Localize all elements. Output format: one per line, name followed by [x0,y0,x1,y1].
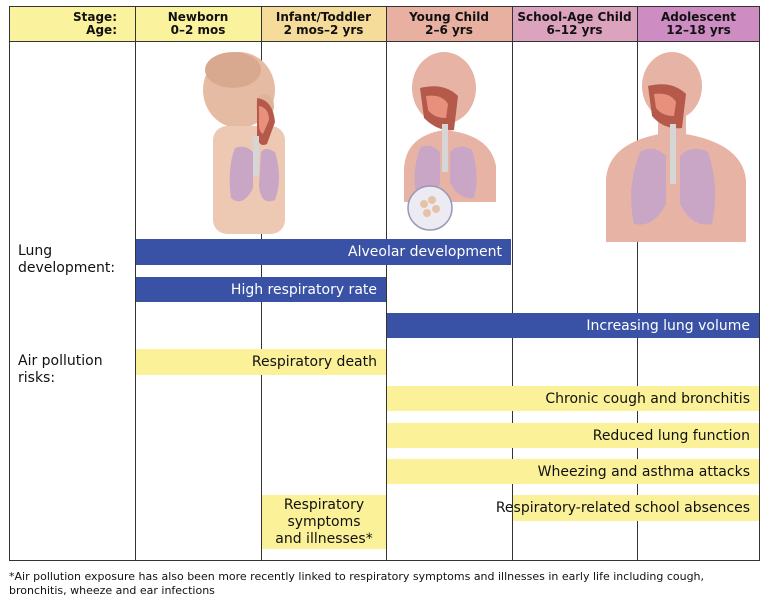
stage-label: Stage: [72,9,117,24]
bar-alveolar-development: Alveolar development [136,239,511,265]
stage-name: Adolescent [660,9,737,24]
bar-respiratory-symptoms-illnesses: Respiratory symptoms and illnesses* [262,495,386,549]
header-stage-age: Stage: Age: [9,6,135,42]
row-label-lung-development: Lung development: [18,243,115,277]
stage-age: 2 mos–2 yrs [283,22,364,37]
bar-wheezing-asthma: Wheezing and asthma attacks [387,459,759,484]
bar-increasing-lung-volume: Increasing lung volume [387,313,759,338]
adolescent-anatomy-illustration [606,52,746,242]
stage-age: 2–6 yrs [425,22,473,37]
young-child-anatomy-illustration [404,52,496,231]
bar-reduced-lung-function: Reduced lung function [387,423,759,448]
row-label-line: Lung [18,243,53,259]
row-label-air-pollution: Air pollution risks: [18,353,103,387]
stage-age: 0–2 mos [170,22,226,37]
table-frame [9,6,760,561]
bar-text-line: symptoms [287,513,361,530]
column-divider [512,6,513,561]
header-newborn: Newborn 0–2 mos [135,6,261,42]
bar-text-line: Respiratory [283,496,365,513]
row-label-line: Air pollution [18,353,103,369]
bar-chronic-cough-bronchitis: Chronic cough and bronchitis [387,386,759,411]
column-divider [135,6,136,561]
header-school-age-child: School-Age Child 6–12 yrs [512,6,637,42]
column-divider [386,6,387,561]
header-young-child: Young Child 2–6 yrs [386,6,512,42]
header-infant-toddler: Infant/Toddler 2 mos–2 yrs [261,6,386,42]
stage-age: 6–12 yrs [546,22,603,37]
stage-name: Young Child [409,9,489,24]
bar-school-absences: Respiratory-related school absences [496,495,759,521]
infant-anatomy-illustration [203,52,285,234]
row-label-line: risks: [18,370,56,386]
bar-high-respiratory-rate: High respiratory rate [136,277,386,302]
row-label-line: development: [18,260,116,276]
stage-name: School-Age Child [517,9,632,24]
stage-age: 12–18 yrs [666,22,731,37]
stage-name: Newborn [167,9,229,24]
age-label: Age: [86,22,117,37]
header-adolescent: Adolescent 12–18 yrs [637,6,760,42]
stage-name: Infant/Toddler [275,9,372,24]
bar-text-line: and illnesses* [275,530,373,547]
bar-respiratory-death: Respiratory death [136,349,386,375]
footnote: *Air pollution exposure has also been mo… [9,570,705,597]
column-divider [637,6,638,561]
